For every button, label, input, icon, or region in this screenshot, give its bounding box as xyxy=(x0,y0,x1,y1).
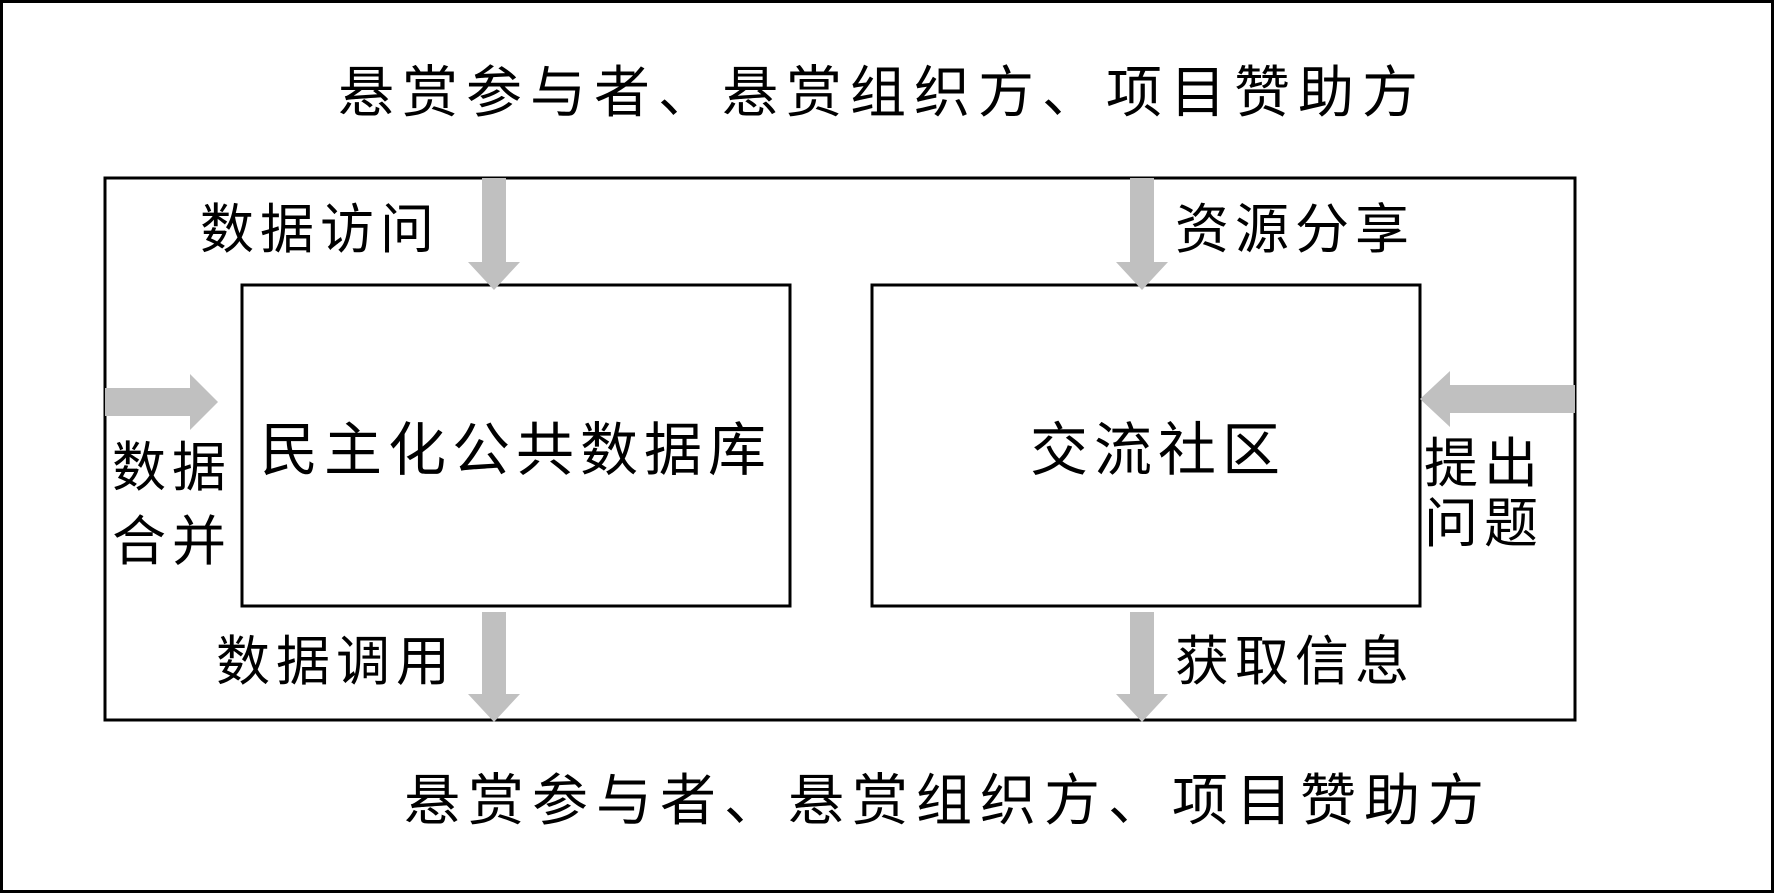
raise-question-arrow xyxy=(1420,371,1575,427)
resource-sharing-label: 资源分享 xyxy=(1175,198,1415,261)
resource-sharing-arrow xyxy=(1116,178,1168,290)
data-call-label: 数据调用 xyxy=(216,630,456,693)
community-title: 交流社区 xyxy=(1030,416,1286,484)
raise-question-label-line1: 提出 xyxy=(1424,432,1544,495)
data-access-label: 数据访问 xyxy=(200,198,440,261)
data-merge-label-line2: 合并 xyxy=(112,510,232,573)
data-merge-arrow xyxy=(105,374,218,430)
get-info-arrow xyxy=(1116,612,1168,722)
top-stakeholders-label: 悬赏参与者、悬赏组织方、项目赞助方 xyxy=(338,61,1426,126)
raise-question-label-line2: 问题 xyxy=(1424,492,1544,555)
data-access-arrow xyxy=(468,178,520,290)
public-database-title: 民主化公共数据库 xyxy=(260,416,772,484)
bottom-stakeholders-label: 悬赏参与者、悬赏组织方、项目赞助方 xyxy=(404,769,1492,834)
get-info-label: 获取信息 xyxy=(1175,630,1415,693)
data-call-arrow xyxy=(468,612,520,722)
data-merge-label-line1: 数据 xyxy=(112,436,232,499)
platform-frame xyxy=(103,176,1577,722)
public-database-box xyxy=(240,283,792,608)
